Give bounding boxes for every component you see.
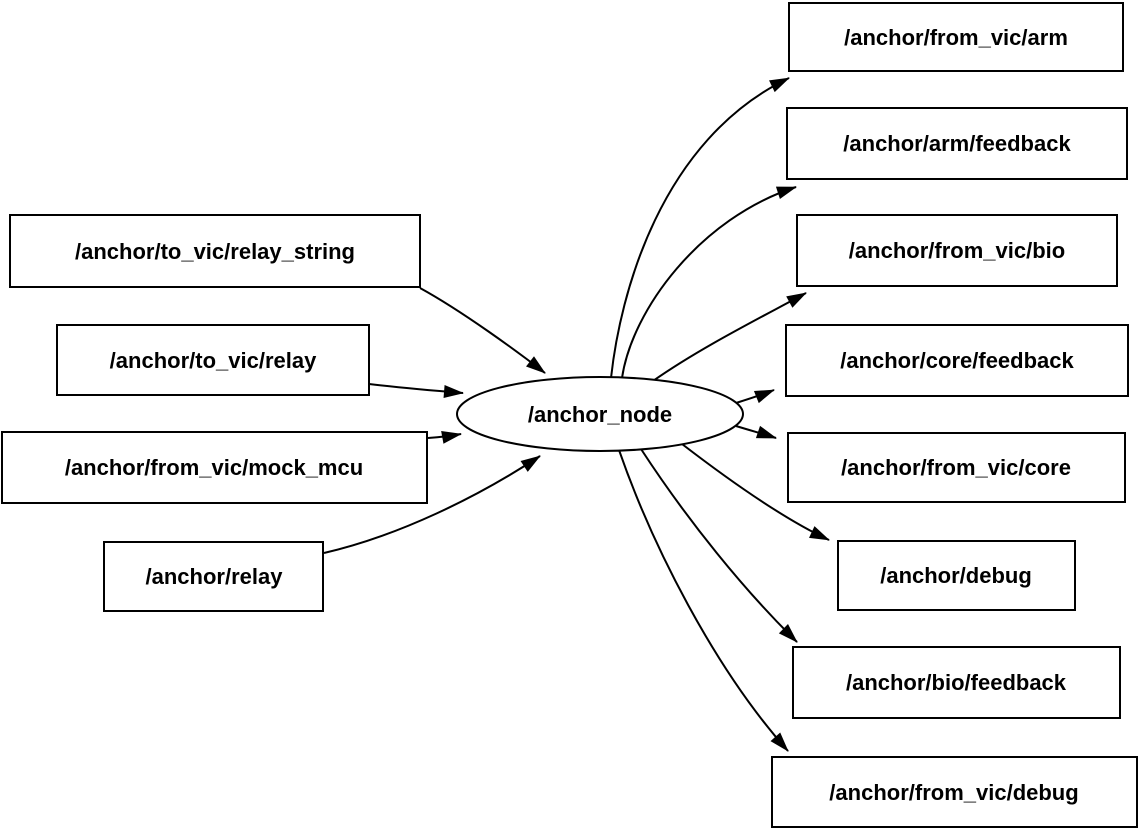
topic-label: /anchor/relay	[146, 564, 284, 589]
edge-node-to-from-vic-debug	[618, 449, 789, 752]
topic-node-from-vic-debug: /anchor/from_vic/debug	[771, 756, 1138, 828]
topic-box	[9, 214, 421, 288]
edge-to-vic-relay-string-to-node	[419, 287, 546, 374]
topic-node-to-vic-relay-string: /anchor/to_vic/relay_string	[9, 214, 421, 288]
topic-label: /anchor/from_vic/bio	[849, 238, 1065, 263]
topic-box	[771, 756, 1138, 828]
edge-node-to-from-vic-arm	[610, 77, 790, 379]
center-node-anchor-node: /anchor_node	[456, 376, 744, 452]
topic-box	[792, 646, 1121, 719]
topic-node-from-vic-core: /anchor/from_vic/core	[787, 432, 1126, 503]
topic-node-bio-feedback: /anchor/bio/feedback	[792, 646, 1121, 719]
edge-node-to-from-vic-bio	[652, 292, 807, 382]
topic-box	[785, 324, 1129, 397]
topic-box	[796, 214, 1118, 287]
topic-label: /anchor/from_vic/mock_mcu	[65, 455, 363, 480]
edge-node-to-from-vic-core	[735, 425, 777, 439]
edge-from-vic-mock-mcu-to-node	[427, 431, 462, 444]
topic-node-arm-feedback: /anchor/arm/feedback	[786, 107, 1128, 180]
topic-node-to-vic-relay: /anchor/to_vic/relay	[56, 324, 370, 396]
topic-label: /anchor/from_vic/debug	[829, 780, 1078, 805]
topic-node-from-vic-arm: /anchor/from_vic/arm	[788, 2, 1124, 72]
topic-box	[103, 541, 324, 612]
edge-node-to-arm-feedback	[621, 186, 797, 379]
topic-label: /anchor/arm/feedback	[843, 131, 1071, 156]
topic-node-relay: /anchor/relay	[103, 541, 324, 612]
topic-box	[1, 431, 428, 504]
topic-node-from-vic-mock-mcu: /anchor/from_vic/mock_mcu	[1, 431, 428, 504]
topic-box	[56, 324, 370, 396]
topic-label: /anchor/to_vic/relay	[110, 348, 317, 373]
topic-label: /anchor/core/feedback	[840, 348, 1074, 373]
edge-node-to-debug	[681, 443, 830, 541]
topic-node-core-feedback: /anchor/core/feedback	[785, 324, 1129, 397]
topic-box	[837, 540, 1076, 611]
topic-label: /anchor/to_vic/relay_string	[75, 239, 355, 264]
edge-node-to-core-feedback	[735, 389, 775, 404]
node-ellipse	[456, 376, 744, 452]
topic-node-from-vic-bio: /anchor/from_vic/bio	[796, 214, 1118, 287]
node-label: /anchor_node	[528, 402, 672, 427]
topic-label: /anchor/bio/feedback	[846, 670, 1067, 695]
topic-label: /anchor/from_vic/core	[841, 455, 1071, 480]
edge-node-to-bio-feedback	[640, 448, 798, 643]
edge-relay-to-node	[323, 455, 541, 554]
edge-to-vic-relay-to-node	[368, 383, 464, 398]
topic-box	[787, 432, 1126, 503]
topic-box	[788, 2, 1124, 72]
topic-label: /anchor/from_vic/arm	[844, 25, 1068, 50]
topic-box	[786, 107, 1128, 180]
topic-label: /anchor/debug	[880, 563, 1032, 588]
topic-node-debug: /anchor/debug	[837, 540, 1076, 611]
